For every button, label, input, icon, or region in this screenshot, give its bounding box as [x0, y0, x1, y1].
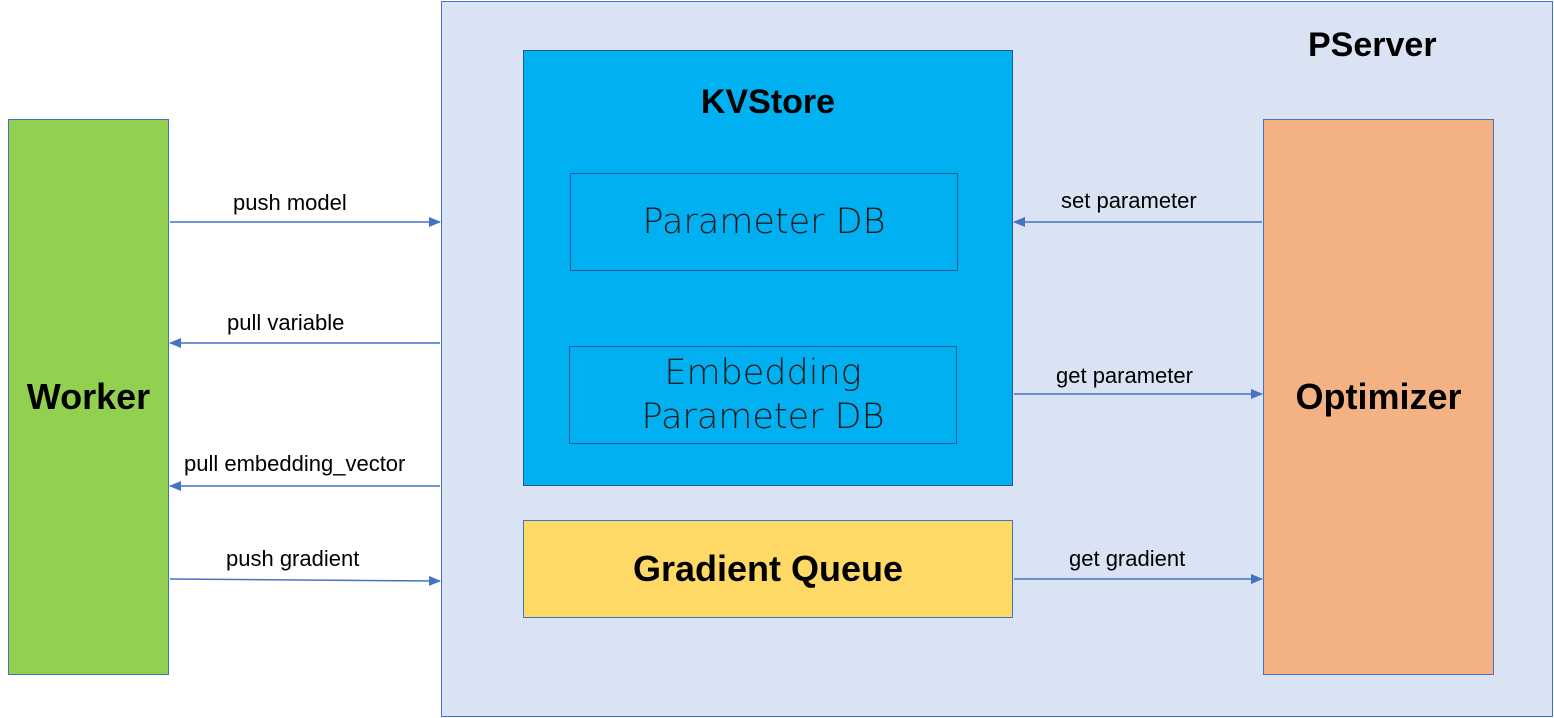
kvstore-title: KVStore — [700, 83, 836, 121]
worker-label: Worker — [26, 376, 151, 417]
gradient-queue-label: Gradient Queue — [632, 548, 904, 589]
parameter-db-label: Parameter DB — [642, 202, 886, 242]
set-parameter-label: set parameter — [1061, 188, 1197, 213]
embedding-parameter-db-node: Embedding Parameter DB — [569, 346, 957, 444]
optimizer-node: Optimizer — [1263, 119, 1494, 675]
pull-variable-label: pull variable — [227, 310, 345, 335]
get-gradient-label: get gradient — [1069, 546, 1186, 571]
gradient-queue-node: Gradient Queue — [523, 520, 1013, 618]
optimizer-label: Optimizer — [1295, 376, 1462, 417]
parameter-db-node: Parameter DB — [570, 173, 958, 271]
push-model-label: push model — [233, 190, 347, 215]
pull-embedding-vector-label: pull embedding_vector — [184, 451, 406, 476]
embedding-db-label-line1: Embedding — [664, 353, 862, 393]
embedding-db-label-line2: Parameter DB — [641, 397, 885, 437]
push-gradient-arrow — [169, 575, 441, 586]
worker-node: Worker — [8, 119, 169, 675]
pserver-title: PServer — [1308, 26, 1437, 64]
kvstore-node: KVStore — [523, 50, 1013, 486]
push-gradient-label: push gradient — [226, 546, 360, 571]
get-parameter-label: get parameter — [1056, 363, 1193, 388]
